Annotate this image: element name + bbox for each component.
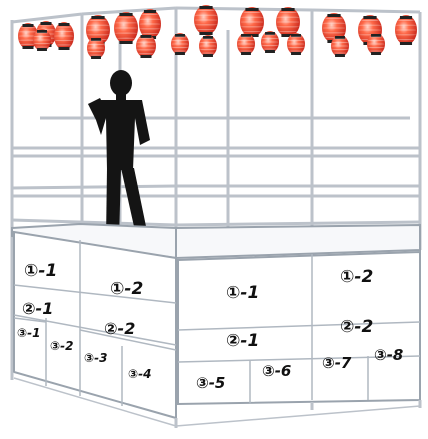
rail [175,220,421,227]
left-label-3-4: ③-4 [128,367,152,381]
counter [11,222,421,260]
lantern [276,7,300,37]
front-label-3-7: ③-7 [322,354,352,372]
lantern [199,35,217,57]
front-label-3-6: ③-6 [262,362,291,380]
front-panel: ①-1 ①-2 ②-1 ②-2 ③-5 ③-6 ③-7 ③-8 [177,250,421,406]
front-label-1-2: ①-2 [340,267,373,287]
person-silhouette [88,70,154,244]
front-label-2-2: ②-2 [340,317,373,337]
lantern [136,34,156,58]
left-label-2-2: ②-2 [104,319,135,338]
rail [81,6,177,16]
left-label-3-2: ③-2 [50,339,74,353]
front-label-1-1: ①-1 [226,283,259,303]
rail [311,8,421,14]
lantern [18,23,38,49]
lantern [87,37,105,59]
lantern [194,5,218,35]
rail [11,184,177,190]
left-label-2-1: ②-1 [22,299,53,318]
left-label-1-2: ①-2 [110,279,143,299]
rail [11,12,83,24]
left-label-3-1: ③-1 [17,326,41,340]
lantern [261,31,279,53]
lantern [54,22,74,50]
base [10,372,422,428]
lantern [237,33,255,55]
lantern [139,9,161,39]
left-label-3-3: ③-3 [84,351,108,365]
front-label-3-5: ③-5 [196,374,225,392]
rail [11,218,177,227]
left-label-1-1: ①-1 [24,261,57,281]
front-label-3-8: ③-8 [374,346,403,364]
lantern [33,29,51,51]
lantern [331,35,349,57]
lantern [171,33,189,55]
counter-top-right [175,223,421,260]
left-panel: ①-1 ①-2 ②-1 ②-2 ③-1 ③-2 ③-3 ③-4 [13,230,177,420]
lantern [240,7,264,37]
lantern [114,12,138,44]
lantern [287,33,305,55]
lantern [367,33,385,55]
booth-frame [10,6,422,372]
lantern-row [18,5,417,59]
lantern [395,15,417,45]
front-label-2-1: ②-1 [226,331,259,351]
